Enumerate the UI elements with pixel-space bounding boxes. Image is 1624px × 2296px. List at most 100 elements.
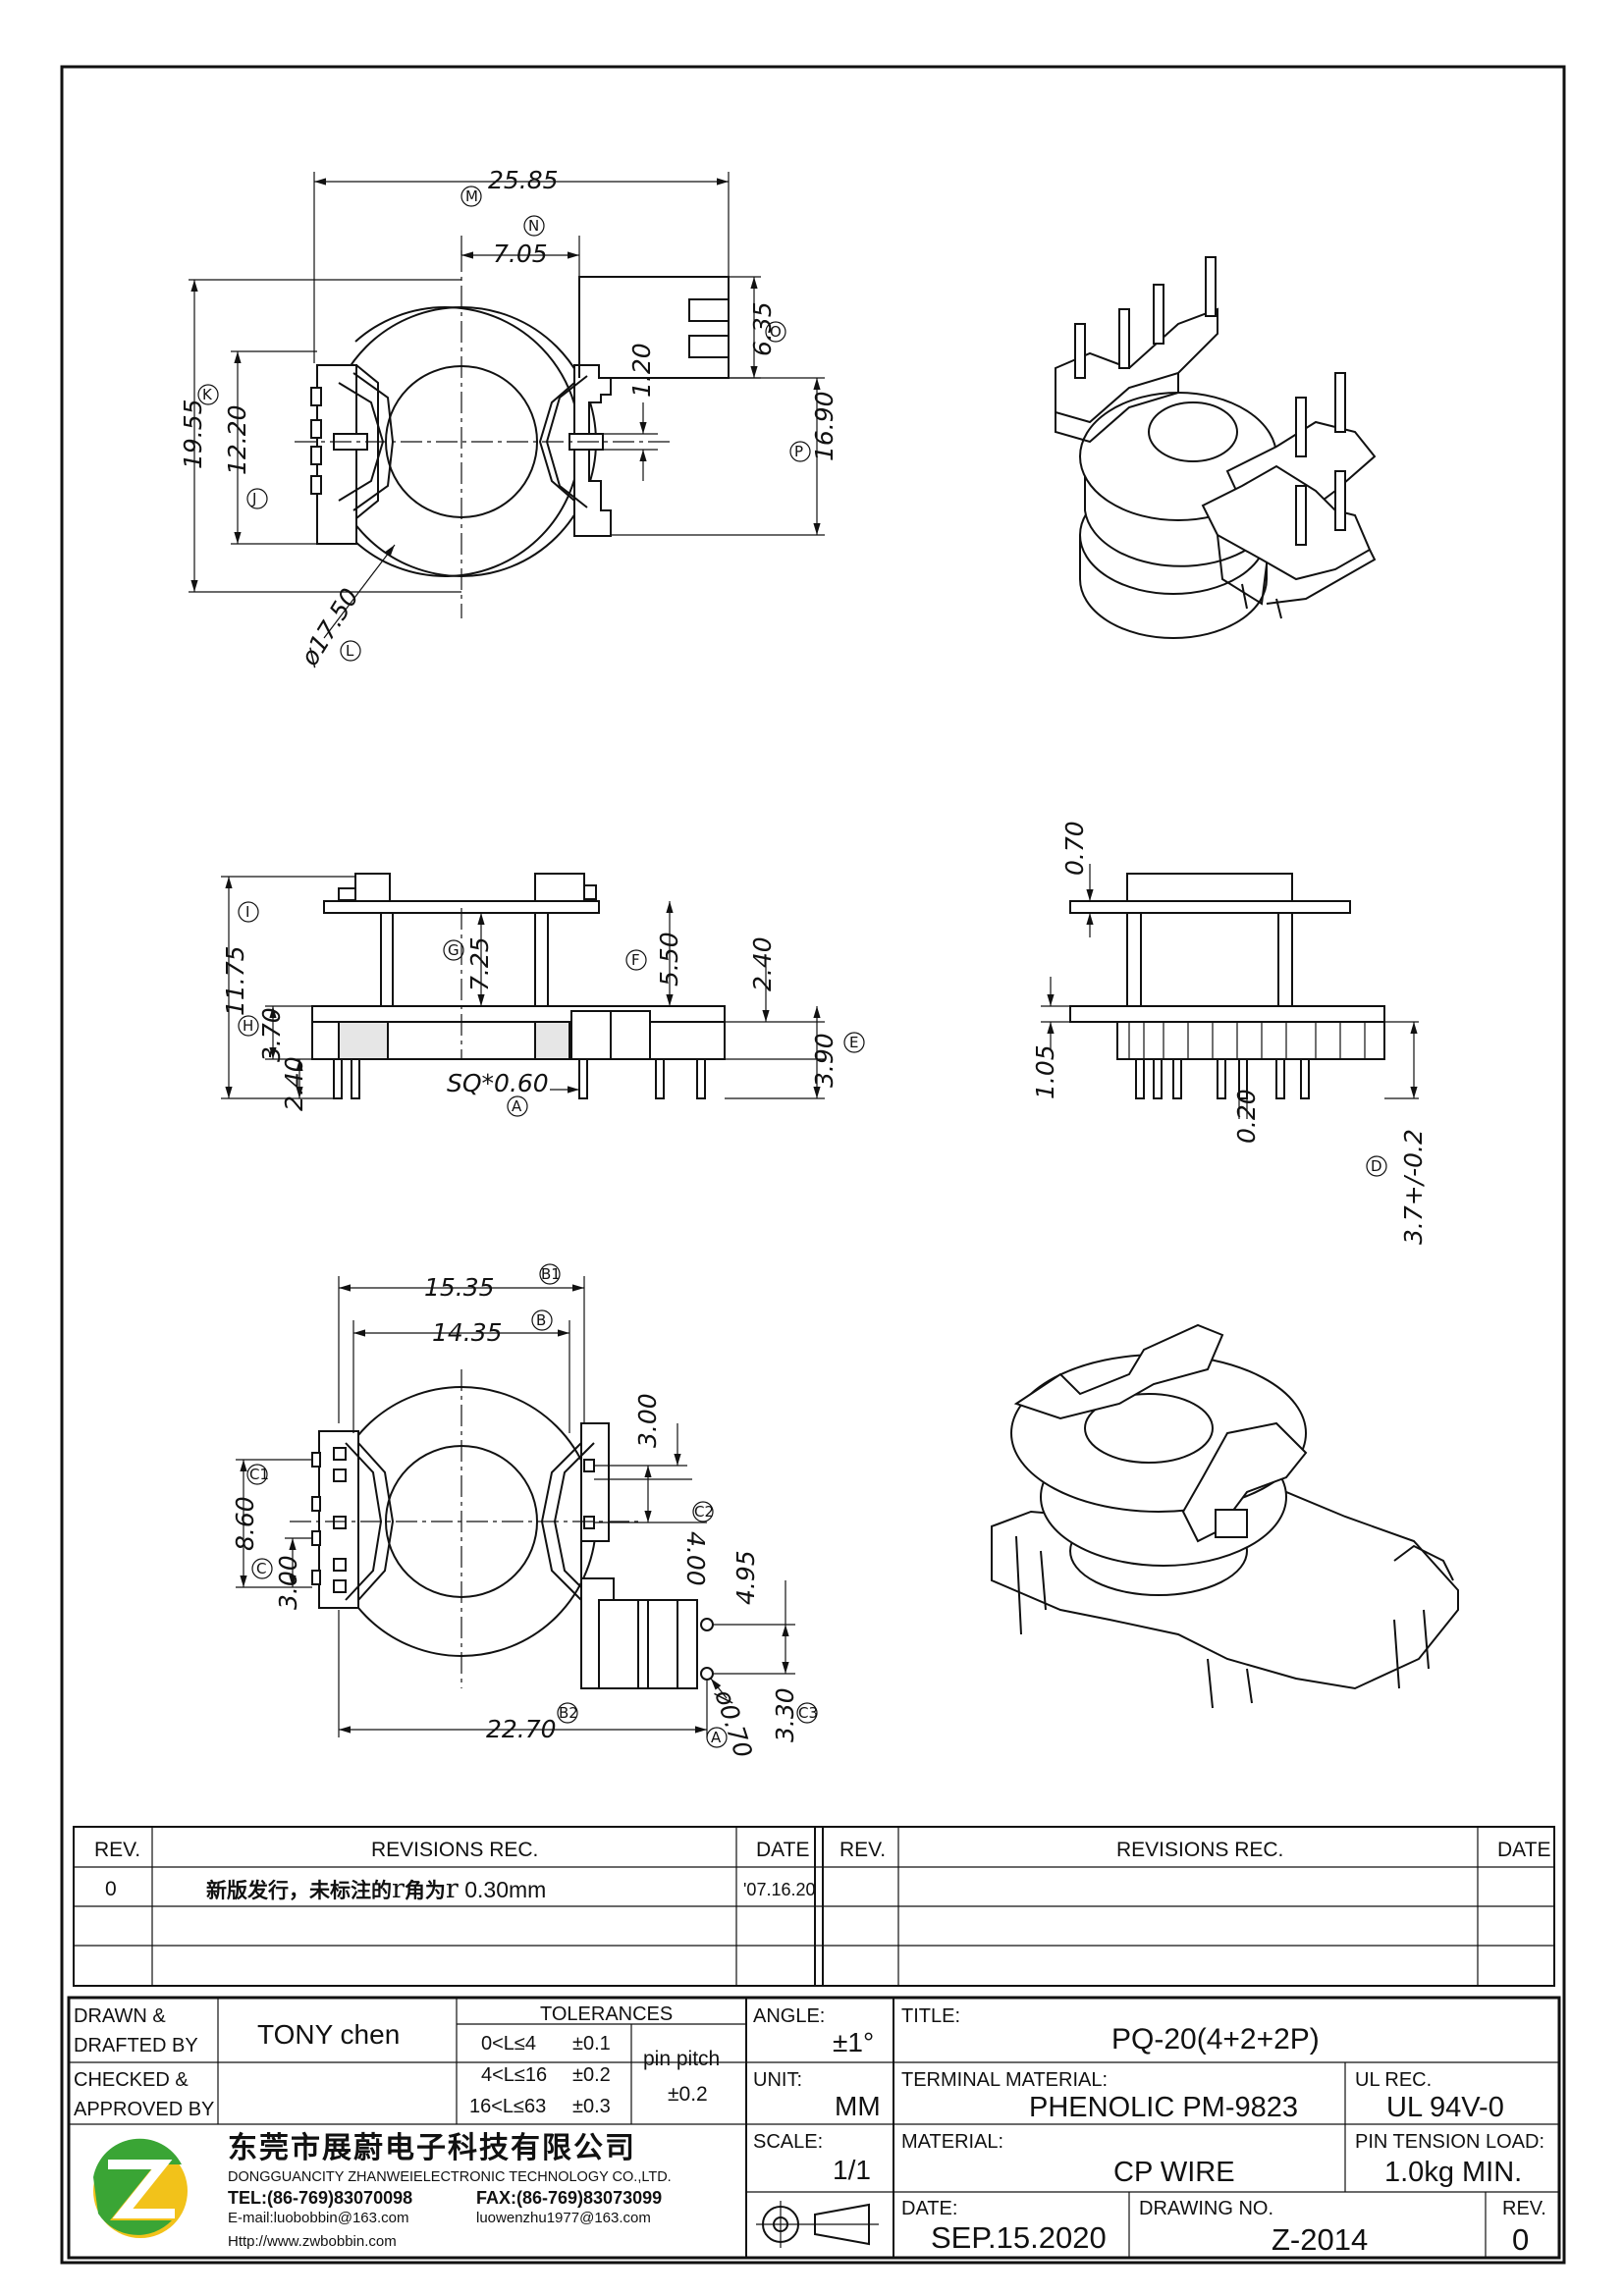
company-fax: FAX:(86-769)83073099 <box>476 2188 662 2208</box>
dim-A-side: SQ*0.60 <box>447 1069 549 1097</box>
svg-text:A: A <box>711 1729 722 1746</box>
bubble-K: K <box>197 384 219 405</box>
dim-C1: 8.60 <box>231 1496 259 1551</box>
bubble-M: M <box>460 186 482 207</box>
dim-P: 16.90 <box>810 391 839 461</box>
revisions-header-right: REVISIONS REC. <box>1116 1839 1283 1861</box>
side-view <box>221 873 825 1099</box>
dim-C2: 4.00 <box>681 1531 710 1586</box>
company-email-2: luowenzhu1977@163.com <box>476 2210 651 2226</box>
dim-O: 6.35 <box>748 301 777 356</box>
dim-F: 5.50 <box>655 932 683 987</box>
dim-K: 19.55 <box>179 399 207 469</box>
dim-D: 3.7+/-0.2 <box>1399 1129 1428 1245</box>
bubble-J: J <box>246 488 268 509</box>
svg-text:A: A <box>512 1097 522 1115</box>
dim-N: 7.05 <box>493 240 548 268</box>
rev-header-right: REV. <box>839 1839 886 1861</box>
title-block <box>67 1996 1561 2260</box>
date-header-right: DATE <box>1497 1839 1550 1861</box>
terminal-value: PHENOLIC PM-9823 <box>1029 2092 1298 2123</box>
date-value: SEP.15.2020 <box>931 2220 1107 2255</box>
dim-240b: 2.40 <box>280 1056 308 1111</box>
company-logo-icon <box>93 2138 188 2238</box>
dim-105: 1.05 <box>1031 1044 1059 1099</box>
dim-H1: 1.20 <box>627 343 656 398</box>
svg-text:N: N <box>528 217 539 235</box>
unit-value: MM <box>835 2091 881 2121</box>
dim-I: 11.75 <box>221 945 249 1016</box>
bubble-H: H <box>238 1015 259 1037</box>
terminal-label: TERMINAL MATERIAL: <box>901 2069 1108 2091</box>
dim-E: 3.90 <box>810 1033 839 1088</box>
bubble-B2: B2 <box>557 1702 578 1724</box>
unit-label: UNIT: <box>753 2069 802 2091</box>
drawn-value: TONY chen <box>257 2019 400 2050</box>
dim-C: 3.00 <box>274 1555 302 1610</box>
svg-text:G: G <box>448 941 460 959</box>
drawing-no-value: Z-2014 <box>1272 2222 1368 2257</box>
bubble-N: N <box>523 215 545 237</box>
bubble-B: B <box>531 1309 553 1331</box>
company-name-cn: 东莞市展蔚电子科技有限公司 <box>228 2131 636 2164</box>
svg-text:C2: C2 <box>694 1503 714 1521</box>
bottom-view <box>236 1276 795 1737</box>
svg-text:M: M <box>465 187 478 205</box>
svg-text:H: H <box>243 1017 253 1035</box>
dim-J: 12.20 <box>223 404 251 475</box>
company-name-en: DONGGUANCITY ZHANWEIELECTRONIC TECHNOLOG… <box>228 2169 672 2185</box>
scale-label: SCALE: <box>753 2131 823 2153</box>
rev-row-0-date: '07.16.20 <box>743 1880 816 1899</box>
dim-495: 4.95 <box>731 1550 760 1605</box>
bubble-D: D <box>1366 1155 1387 1177</box>
bubble-A-side: A <box>507 1095 528 1117</box>
dim-B: 14.35 <box>432 1318 503 1347</box>
bubble-C2: C2 <box>692 1501 714 1522</box>
svg-text:C3: C3 <box>798 1704 818 1722</box>
angle-label: ANGLE: <box>753 2005 825 2027</box>
dim-B2: 22.70 <box>486 1715 557 1743</box>
end-view <box>1041 864 1419 1119</box>
iso-view-top <box>1055 256 1377 639</box>
bubble-F: F <box>625 949 647 971</box>
drawn-label-1: DRAWN & <box>74 2005 166 2027</box>
bubble-O: O <box>765 321 786 343</box>
svg-text:C1: C1 <box>249 1466 269 1483</box>
pin-tension-value: 1.0kg MIN. <box>1384 2157 1522 2188</box>
sheet-border <box>60 65 1566 2265</box>
svg-text:B: B <box>536 1311 546 1329</box>
iso-view-bottom <box>991 1323 1459 1709</box>
pin-pitch-label: pin pitch <box>643 2048 720 2070</box>
angle-value: ±1° <box>833 2027 874 2057</box>
svg-text:K: K <box>202 386 213 403</box>
drawing-no-label: DRAWING NO. <box>1139 2198 1273 2219</box>
dim-C3: 3.30 <box>771 1687 799 1742</box>
svg-text:J: J <box>251 490 256 507</box>
rev-row-0-rev: 0 <box>105 1878 117 1900</box>
bubble-G: G <box>443 939 464 961</box>
checked-label-2: APPROVED BY <box>74 2099 214 2120</box>
bubble-A-bottom: A <box>706 1727 728 1748</box>
bubble-C3: C3 <box>796 1702 818 1724</box>
drawn-label-2: DRAFTED BY <box>74 2035 198 2056</box>
title-label: TITLE: <box>901 2005 960 2027</box>
dim-M: 25.85 <box>488 166 559 194</box>
bubble-E: E <box>843 1032 865 1053</box>
tol-row-0-range: 0<L≤4 <box>481 2033 536 2055</box>
checked-label-1: CHECKED & <box>74 2069 189 2091</box>
bubble-B1: B1 <box>539 1263 561 1285</box>
tol-row-0-tol: ±0.1 <box>572 2033 611 2055</box>
svg-text:E: E <box>849 1034 858 1051</box>
material-value: CP WIRE <box>1113 2157 1235 2188</box>
svg-text:C: C <box>256 1560 266 1577</box>
svg-text:P: P <box>794 443 803 460</box>
bubble-I: I <box>238 901 259 923</box>
date-header-left: DATE <box>756 1839 809 1861</box>
dim-A-bottom: ø0.70 <box>709 1685 758 1761</box>
bubble-C1: C1 <box>246 1464 269 1485</box>
rev-header-left: REV. <box>94 1839 140 1861</box>
bubble-L: L <box>340 640 361 662</box>
dim-300: 3.00 <box>633 1393 662 1448</box>
scale-value: 1/1 <box>833 2155 871 2185</box>
svg-text:I: I <box>245 903 249 921</box>
